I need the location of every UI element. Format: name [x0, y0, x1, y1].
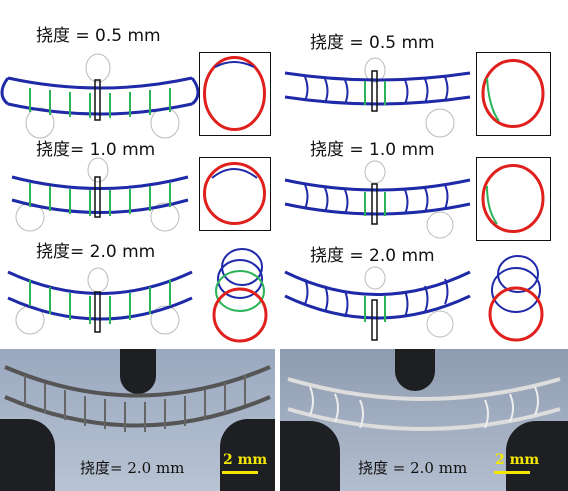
- left-stent-sim-3: [7, 267, 193, 335]
- left-scale-bar: [222, 471, 258, 474]
- right-cross-section-1: [476, 52, 551, 136]
- right-cross-section-2: [476, 157, 551, 241]
- left-cross-section-1: [199, 52, 271, 136]
- left-support-block-right-photo: [280, 421, 340, 491]
- right-stent-sim-1: [284, 57, 471, 138]
- right-cross-section-3: [488, 255, 544, 342]
- right-support-block-right-photo: [506, 421, 568, 491]
- left-scale-label: 2 mm: [223, 452, 268, 468]
- left-photo-caption: 挠度= 2.0 mm: [80, 459, 185, 477]
- press-head: [120, 349, 156, 394]
- right-photo-panel: 挠度 = 2.0 mm 2 mm: [280, 349, 568, 491]
- left-cross-section-3: [212, 248, 268, 343]
- right-photo-stent: [287, 377, 561, 431]
- left-cross-section-2: [199, 157, 271, 231]
- left-deflection-label-1: 挠度 = 0.5 mm: [36, 26, 161, 46]
- press-head-right-photo: [395, 349, 435, 391]
- right-photo-caption: 挠度 = 2.0 mm: [358, 459, 468, 477]
- left-stent-sim-1: [0, 53, 200, 139]
- right-deflection-label-2: 挠度 = 1.0 mm: [310, 140, 435, 160]
- left-photo-panel: 挠度= 2.0 mm 2 mm: [0, 349, 275, 491]
- left-photo-stent: [4, 365, 271, 432]
- left-support-block: [0, 419, 55, 491]
- right-deflection-label-3: 挠度 = 2.0 mm: [310, 246, 435, 266]
- left-stent-sim-2: [11, 157, 189, 232]
- right-support-block: [220, 419, 275, 491]
- right-stent-sim-2: [284, 160, 471, 239]
- right-stent-sim-3: [284, 266, 471, 341]
- right-scale-label: 2 mm: [495, 452, 540, 468]
- left-deflection-label-2: 挠度= 1.0 mm: [36, 140, 156, 160]
- right-scale-bar: [494, 471, 530, 474]
- left-deflection-label-3: 挠度= 2.0 mm: [36, 242, 156, 262]
- right-deflection-label-1: 挠度 = 0.5 mm: [310, 33, 435, 53]
